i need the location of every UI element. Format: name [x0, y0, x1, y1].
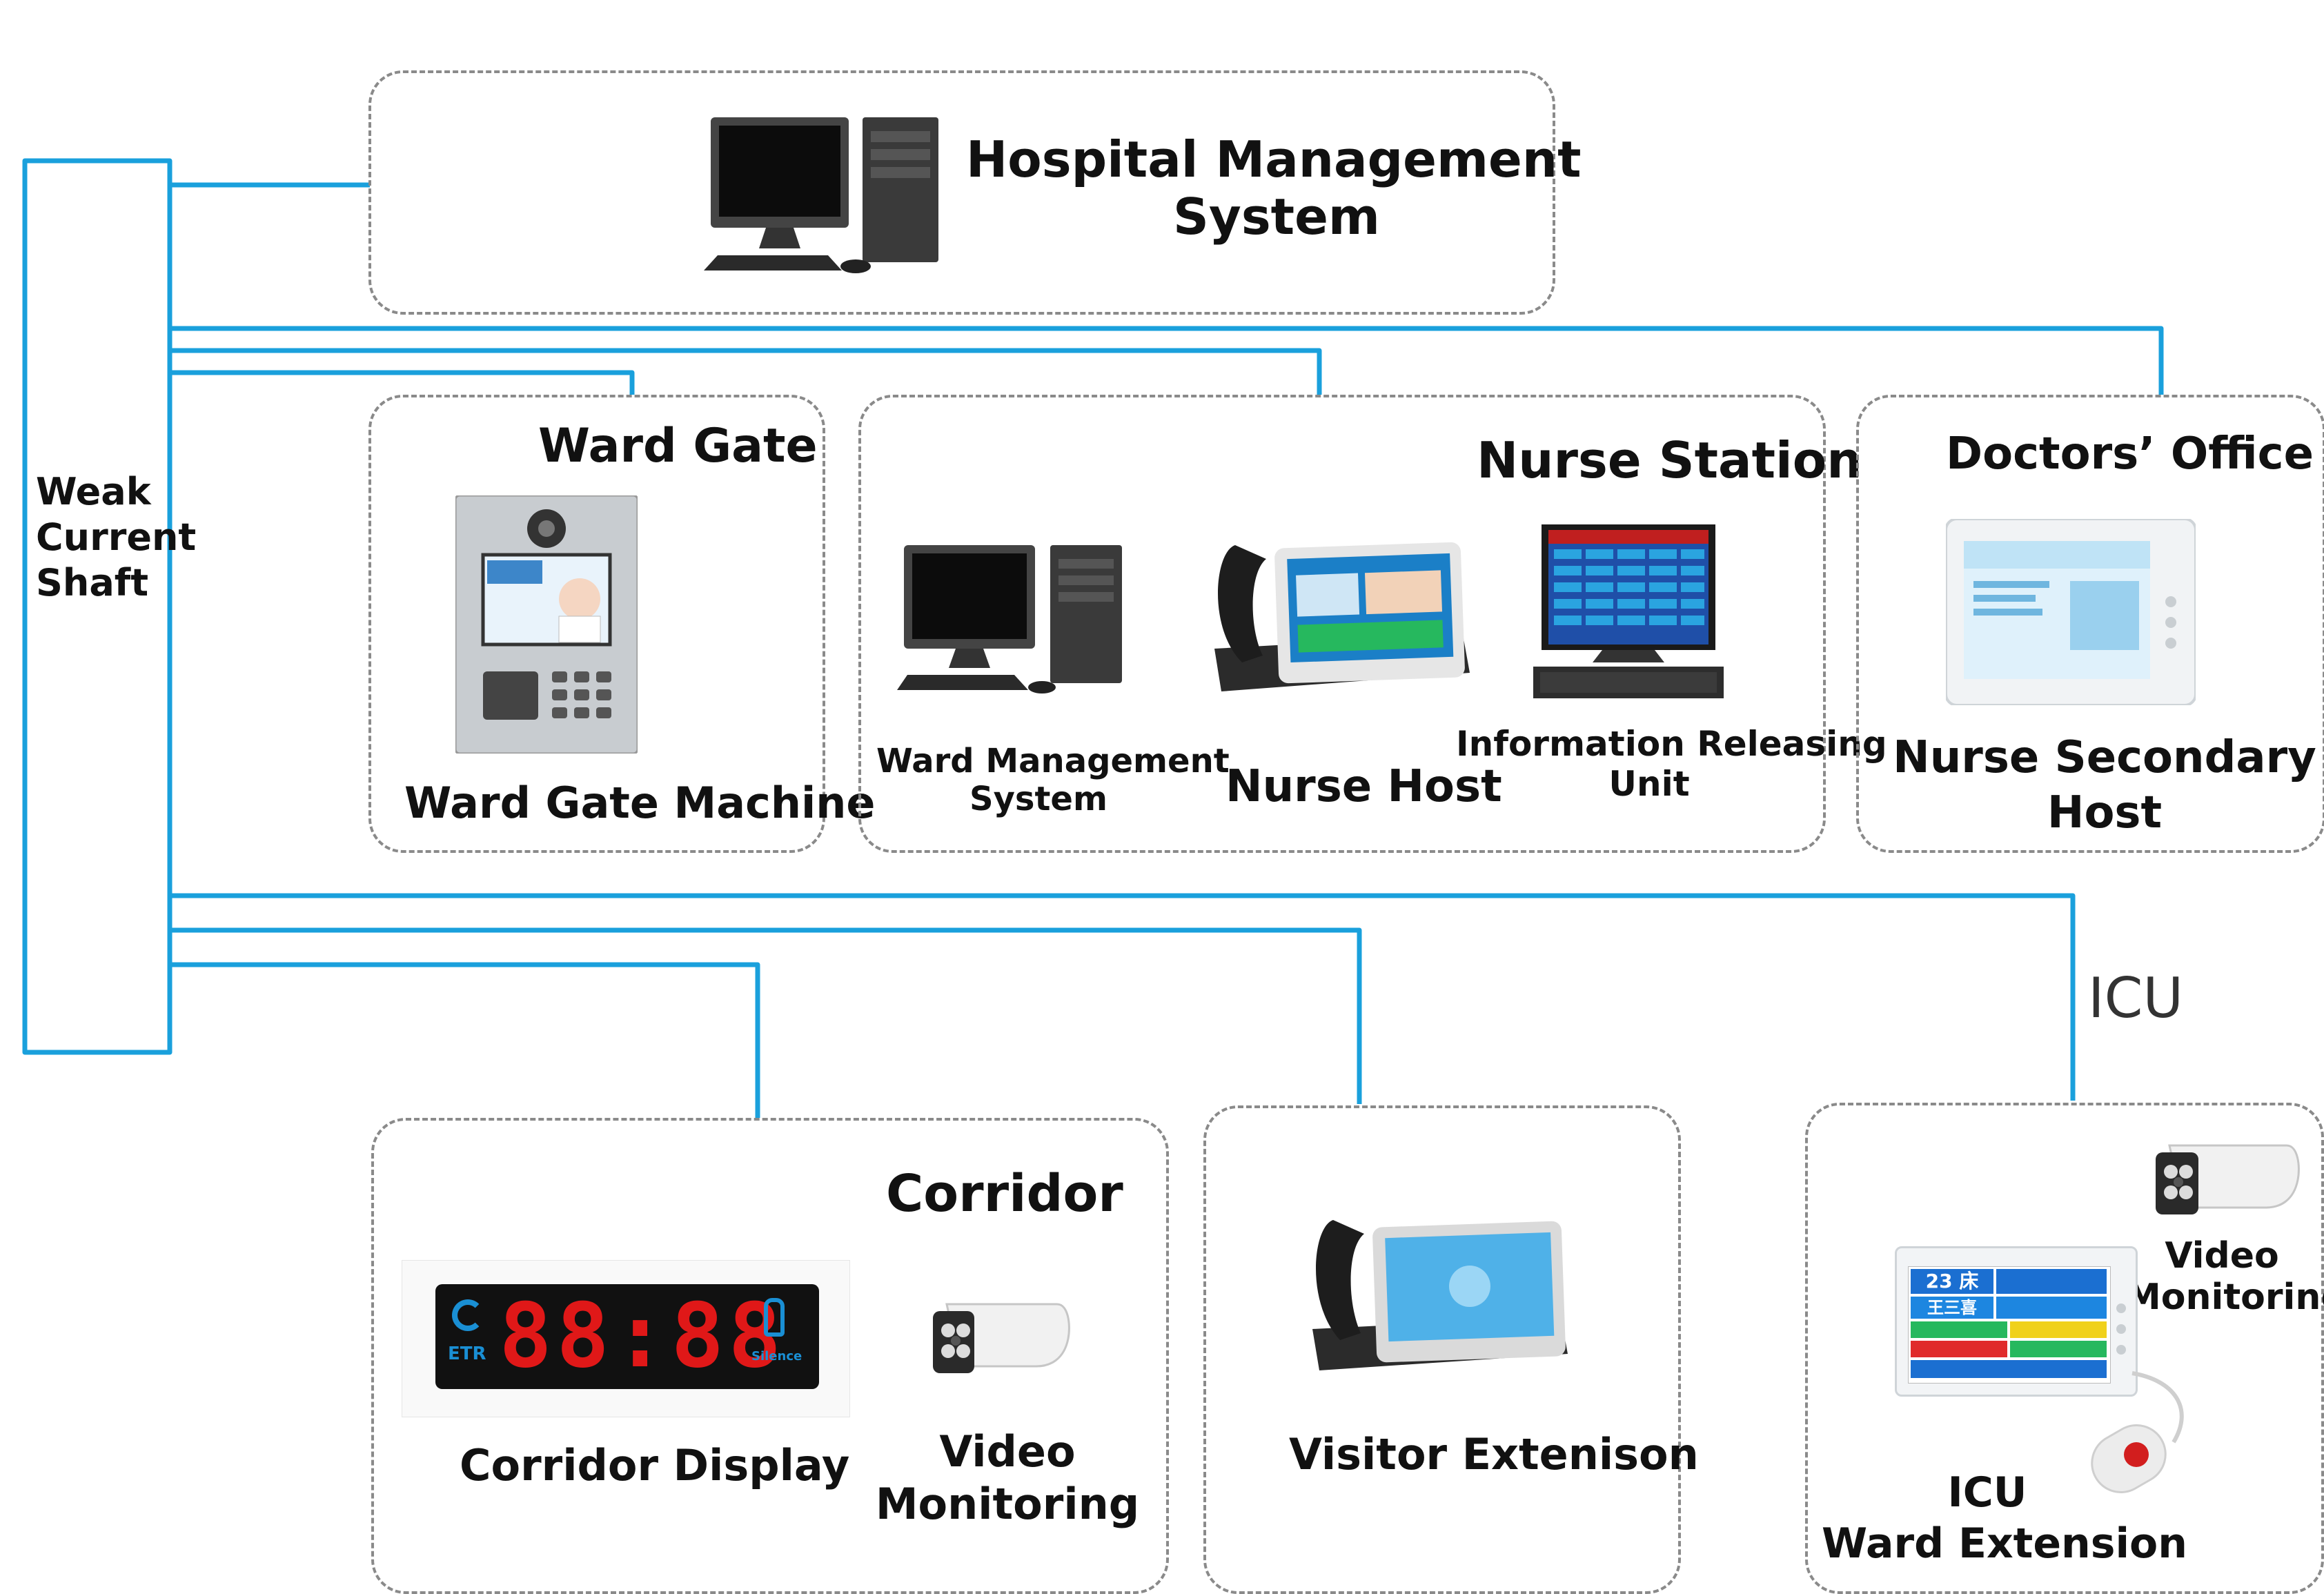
wire-visitor [170, 927, 1362, 1104]
silence-hand-icon [764, 1298, 785, 1337]
visitor-extension-label: Visitor Extenison [1289, 1429, 1699, 1479]
doctors-office-zone [1856, 395, 2324, 853]
nurse-host-label: Nurse Host [1225, 761, 1502, 812]
icu-video-camera-icon [2156, 1144, 2300, 1214]
wire-doctors-office [170, 326, 2164, 395]
nurse-station-zone [858, 395, 1826, 853]
etr-logo: ETR [448, 1344, 486, 1364]
ward-gate-zone [368, 395, 825, 853]
weak-current-shaft-box [22, 158, 173, 1055]
hospital-management-zone [368, 70, 1555, 315]
visitor-zone [1203, 1105, 1681, 1594]
corridor-display-panel: ETR 88:88 Silence [402, 1260, 850, 1417]
icu-zone [1805, 1103, 2324, 1594]
nurse-station-title: Nurse Station [1477, 431, 1862, 489]
ward-management-computer-icon [897, 545, 1122, 693]
corridor-title: Corridor [886, 1164, 1123, 1223]
ward-gate-title: Ward Gate [538, 419, 818, 473]
ward-gate-machine-label: Ward Gate Machine [404, 778, 876, 828]
visitor-extension-icon [1312, 1220, 1568, 1370]
wire-nurse-station [170, 348, 1322, 395]
hms-computer-icon [704, 117, 938, 273]
corridor-zone [371, 1118, 1169, 1594]
wire-icu [170, 893, 2076, 1101]
nurse-secondary-host-icon [1946, 519, 2196, 705]
silence-label: Silence [751, 1349, 802, 1364]
corridor-clock-value: 88:88 [499, 1285, 786, 1388]
information-releasing-unit-icon [1533, 524, 1724, 698]
icu-bed-number: 23 床 [1911, 1269, 1993, 1294]
doctors-office-title: Doctors’ Office [1946, 429, 2314, 480]
wire-corridor [170, 962, 760, 1118]
etr-logo-icon [452, 1299, 484, 1331]
corridor-display-label: Corridor Display [460, 1440, 850, 1490]
nurse-host-icon [1214, 542, 1470, 691]
corridor-video-camera-icon [933, 1303, 1070, 1373]
icu-patient-name: 王三喜 [1911, 1297, 1993, 1319]
ward-gate-machine-icon [455, 495, 638, 754]
icu-call-button-icon[interactable] [2070, 1366, 2208, 1511]
icu-label: ICU [2088, 966, 2184, 1030]
icu-bed-screen: 23 床 王三喜 [1895, 1246, 2138, 1397]
wire-ward-gate [170, 370, 635, 395]
